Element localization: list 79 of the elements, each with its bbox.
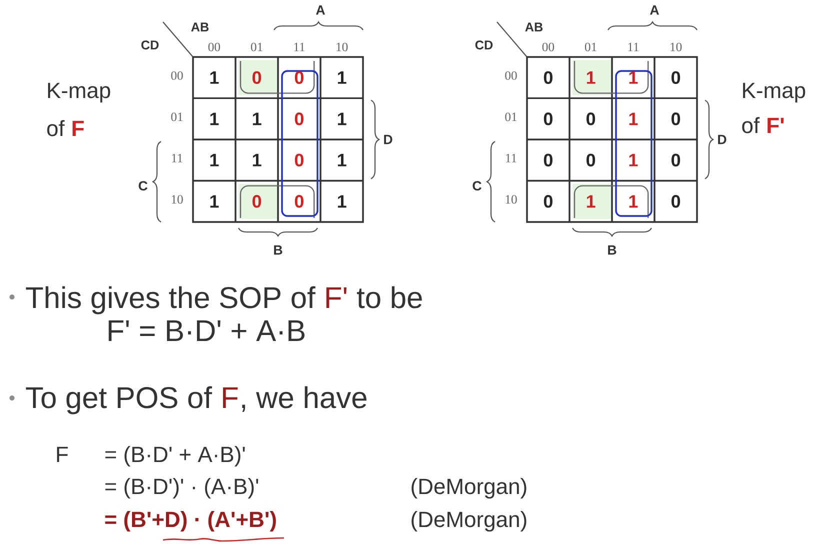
map-caption: K-map	[48, 82, 110, 103]
column-header: 11	[294, 42, 305, 52]
cell-value: 1	[210, 112, 219, 126]
column-header: 10	[336, 42, 348, 52]
axis-label: CD	[141, 40, 159, 50]
cell-value: 0	[252, 195, 262, 208]
cell-value: 0	[544, 112, 552, 126]
cell-value: 0	[672, 154, 680, 166]
cell-value: 1	[338, 112, 346, 126]
cell-value: 1	[629, 195, 638, 208]
cell-value: 1	[252, 112, 262, 126]
cell-value: 0	[294, 112, 304, 126]
cell-value: 1	[629, 154, 638, 166]
cell-value: 0	[586, 154, 596, 166]
note: (DeMorgan)	[412, 511, 526, 532]
axis-label: AB	[525, 22, 543, 32]
bullet-text: to be	[356, 286, 422, 308]
cell-value: 0	[294, 154, 304, 166]
cell-value: 1	[210, 154, 219, 166]
axis-label: CD	[475, 40, 493, 50]
row-header: 11	[172, 154, 182, 162]
cell-value: 0	[672, 195, 680, 208]
variable-label: D	[384, 134, 392, 144]
cell-value: 1	[586, 71, 596, 84]
bullet-text: F	[223, 387, 238, 408]
cell-value: 1	[252, 154, 262, 166]
cell-value: 1	[629, 71, 638, 84]
equation: = (B·D' + A·B)'	[105, 446, 245, 467]
cell-value: 1	[210, 195, 219, 208]
column-header: 00	[208, 42, 220, 52]
column-header: 00	[542, 42, 554, 52]
column-header: 01	[250, 42, 262, 52]
row-header: 01	[505, 112, 517, 122]
column-header: 11	[628, 42, 639, 52]
axis-label: AB	[191, 22, 209, 32]
map-caption: of	[47, 120, 65, 136]
column-header: 01	[584, 42, 596, 52]
row-header: 00	[171, 71, 183, 80]
cell-value: 1	[338, 71, 346, 84]
cell-value: 0	[544, 71, 552, 84]
cell-value: 0	[252, 71, 262, 84]
variable-label: A	[316, 5, 325, 15]
variable-label: A	[650, 5, 659, 15]
cell-value: 0	[544, 195, 552, 208]
cell-value: 0	[672, 71, 680, 84]
equation: = (B·D')' · (A·B)'	[105, 478, 258, 499]
cell-value: 1	[629, 112, 638, 126]
note: (DeMorgan)	[412, 478, 526, 499]
cell-value: 1	[586, 195, 596, 208]
map-caption: of	[742, 117, 760, 134]
bullet-text: To get POS of	[26, 386, 212, 414]
map-caption: K-map	[743, 82, 806, 103]
column-header: 10	[670, 42, 682, 52]
cell-value: 0	[294, 71, 304, 84]
equation: F	[57, 446, 68, 462]
row-header: 11	[506, 154, 516, 162]
row-header: 10	[506, 195, 517, 204]
cell-value: 1	[338, 154, 346, 166]
bullet-text: , we have	[242, 386, 366, 412]
row-header: 00	[505, 71, 517, 80]
equation: F' = B·D' + A·B	[108, 320, 304, 341]
map-caption: F	[72, 120, 84, 136]
map-caption: F'	[768, 118, 784, 133]
bullet-text: This gives the SOP of	[26, 286, 316, 314]
bullet-text: F'	[326, 287, 346, 308]
cell-value: 1	[338, 195, 346, 208]
cell-value: 0	[544, 154, 552, 166]
cell-value: 0	[672, 112, 680, 126]
row-header: 01	[171, 112, 183, 122]
variable-label: B	[608, 245, 616, 255]
variable-label: C	[138, 181, 148, 190]
row-header: 10	[172, 195, 183, 204]
variable-label: C	[472, 181, 482, 190]
cell-value: 0	[586, 112, 596, 126]
equation: = (B'+D) · (A'+B')	[105, 511, 276, 532]
cell-value: 0	[294, 195, 304, 208]
variable-label: B	[274, 245, 282, 255]
cell-value: 1	[210, 71, 219, 84]
variable-label: D	[718, 134, 726, 144]
